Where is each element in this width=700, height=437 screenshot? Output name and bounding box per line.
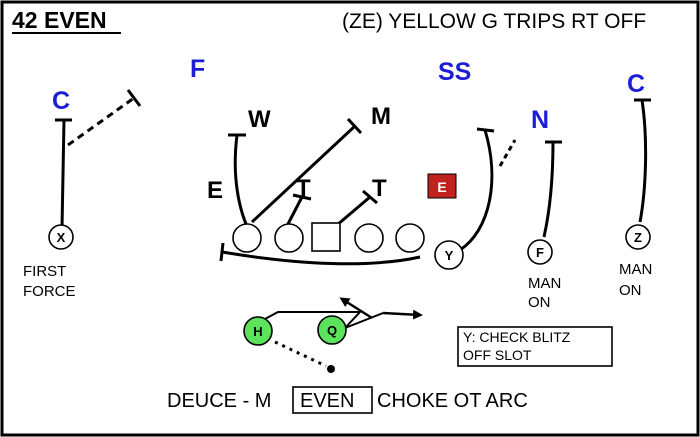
corner-left-dashed-route xyxy=(67,96,135,147)
footer-prefix: DEUCE - M xyxy=(167,390,271,412)
defender-mike: M xyxy=(371,103,391,130)
defender-free-safety: F xyxy=(190,55,205,83)
note-first-force-1: FIRST xyxy=(23,263,66,280)
mike-route xyxy=(250,124,357,224)
center-square xyxy=(311,222,341,252)
note-man-on-f-2: ON xyxy=(528,294,551,311)
defender-nickel: N xyxy=(531,106,549,134)
note-man-on-z-2: ON xyxy=(619,282,642,299)
h-route-end-dot xyxy=(327,365,335,373)
strong-safety-route-cap xyxy=(476,127,495,133)
h-route xyxy=(262,311,384,329)
tackle-right-route-cap xyxy=(362,189,378,205)
player-x xyxy=(48,224,74,250)
defender-corner-right: C xyxy=(627,70,645,98)
h-route-arrow-right xyxy=(382,309,423,320)
play-call: (ZE) YELLOW G TRIPS RT OFF xyxy=(342,10,646,33)
defender-end-right-box xyxy=(427,173,457,199)
note-man-on-f-1: MAN xyxy=(528,275,561,292)
defender-tackle-right: T xyxy=(372,175,387,202)
defender-tackle-left: T xyxy=(296,175,311,202)
defender-end-right-label: E xyxy=(437,179,446,195)
lineman-4 xyxy=(354,223,384,253)
corner-right-route xyxy=(638,99,648,223)
nickel-route xyxy=(542,141,555,238)
tackle-left-route-cap xyxy=(292,193,312,201)
corner-left-dashed-cap xyxy=(126,89,142,107)
note-first-force-2: FORCE xyxy=(23,283,76,300)
player-z-label: Z xyxy=(634,230,642,245)
strong-safety-route xyxy=(459,129,494,252)
h-dotted-route xyxy=(274,340,327,368)
player-h-label: H xyxy=(253,324,262,339)
player-y-label: Y xyxy=(445,248,454,263)
check-blitz-box xyxy=(457,326,613,367)
player-z xyxy=(625,224,651,250)
player-h xyxy=(243,316,273,346)
tackle-left-route xyxy=(286,196,304,225)
end-left-route xyxy=(221,250,421,266)
player-x-label: X xyxy=(57,230,66,245)
lineman-1 xyxy=(232,223,262,253)
lineman-2 xyxy=(274,223,304,253)
h-route-arrow-back xyxy=(339,297,373,320)
end-left-route-cap xyxy=(219,242,225,262)
footer-suffix: CHOKE OT ARC xyxy=(377,390,528,412)
defender-will: W xyxy=(248,106,271,133)
player-q xyxy=(317,315,347,345)
player-f xyxy=(527,239,553,265)
note-man-on-z-1: MAN xyxy=(619,261,652,278)
check-blitz-line1: Y: CHECK BLITZ xyxy=(463,329,571,345)
defender-strong-safety: SS xyxy=(438,58,471,86)
tackle-right-route xyxy=(336,195,371,227)
footer-boxed: EVEN xyxy=(300,390,354,412)
player-f-label: F xyxy=(536,245,544,260)
corner-left-route xyxy=(60,119,66,229)
footer-even-box xyxy=(292,386,373,414)
formation-title: 42 EVEN xyxy=(12,7,107,33)
defender-corner-left: C xyxy=(52,87,70,115)
check-blitz-line2: OFF SLOT xyxy=(463,347,532,363)
defender-end-left: E xyxy=(207,177,223,204)
player-y xyxy=(434,240,464,270)
player-q-label: Q xyxy=(327,323,337,338)
lineman-5 xyxy=(395,223,425,253)
mike-route-cap xyxy=(346,117,363,135)
